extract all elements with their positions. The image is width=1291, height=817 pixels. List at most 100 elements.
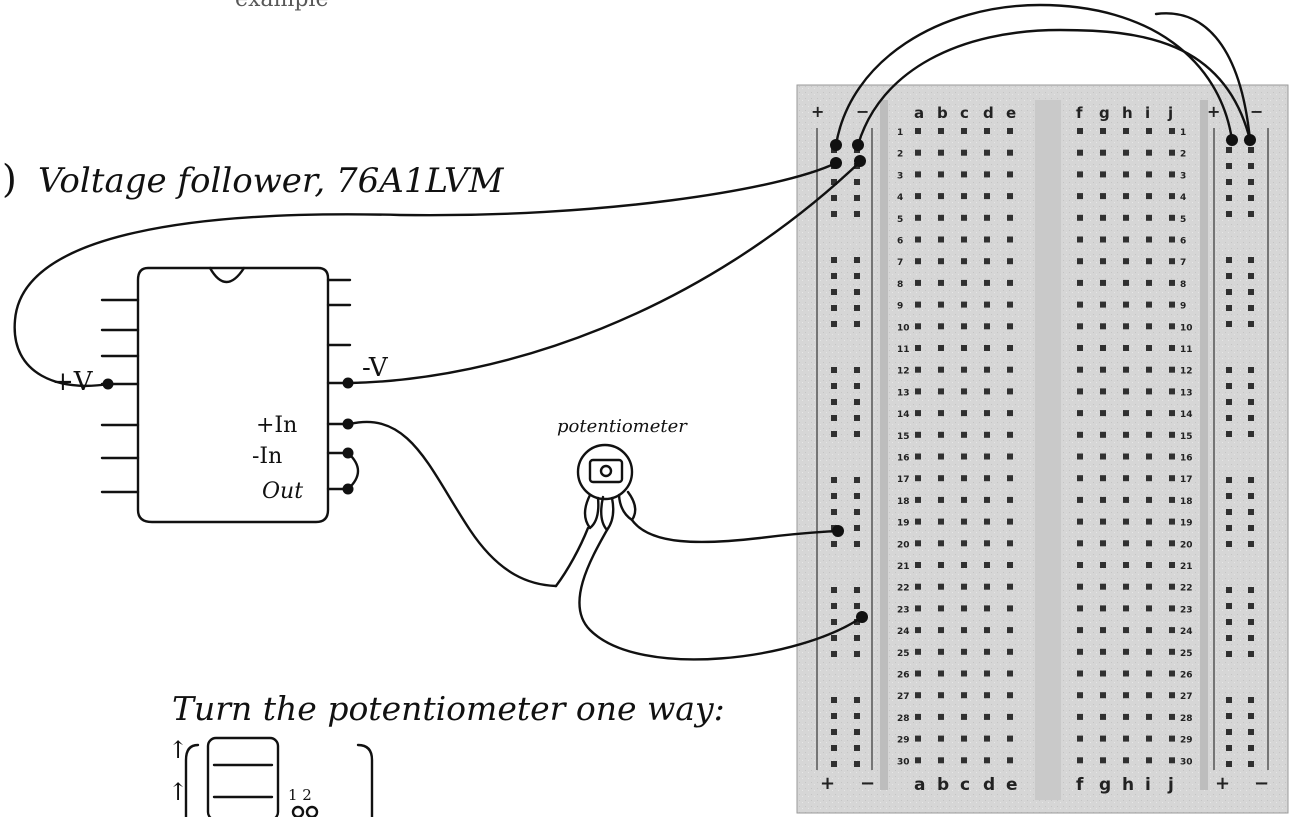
breadboard-hole (984, 193, 990, 200)
breadboard-hole (1007, 193, 1013, 200)
column-label-b: b (937, 104, 948, 122)
pot-knob-center (599, 464, 613, 478)
breadboard-hole (1007, 388, 1013, 395)
column-label-h: h (1122, 104, 1133, 122)
wire-pot-to-row19 (630, 518, 838, 544)
row-number-right: 3 (1180, 171, 1186, 181)
breadboard-hole (1123, 670, 1129, 677)
breadboard-hole (1146, 540, 1152, 547)
row-number-right: 12 (1180, 367, 1193, 377)
right-rail-divider (1200, 100, 1208, 790)
breadboard-hole (984, 453, 990, 460)
breadboard-hole (984, 605, 990, 612)
breadboard-hole (1077, 540, 1083, 547)
breadboard-hole (961, 713, 967, 720)
rail-hole (854, 273, 860, 279)
minus-in-label: -In (252, 444, 282, 469)
breadboard-hole (1100, 366, 1106, 373)
rail-hole (1226, 399, 1232, 405)
breadboard-hole (1123, 605, 1129, 612)
rail-hole (1248, 211, 1254, 217)
rail-hole (1248, 541, 1254, 547)
row-number-left: 3 (897, 171, 903, 181)
breadboard-hole (1169, 128, 1175, 134)
breadboard-hole (1100, 128, 1106, 134)
rail-hole (1248, 745, 1254, 751)
row-number-left: 11 (897, 345, 910, 355)
rail-hole (854, 179, 860, 185)
rail-hole (854, 195, 860, 201)
breadboard-hole (1007, 214, 1013, 221)
rail-hole (1248, 697, 1254, 703)
rail-hole (1248, 195, 1254, 201)
breadboard-hole (961, 171, 967, 178)
wires (13, 3, 1256, 661)
breadboard-hole (1146, 605, 1152, 612)
rail-hole (1226, 477, 1232, 483)
row-number-right: 2 (1180, 150, 1186, 160)
rail-hole (1226, 525, 1232, 531)
page-title: Voltage follower, 76A1LVM (38, 161, 505, 201)
rail-hole (1226, 383, 1232, 389)
rail-hole (831, 289, 837, 295)
rail-hole (1248, 603, 1254, 609)
rail-hole (1248, 367, 1254, 373)
breadboard-hole (1077, 692, 1083, 699)
breadboard-hole (1077, 670, 1083, 677)
breadboard-hole (1100, 735, 1106, 742)
column-label-c: c (960, 104, 969, 122)
column-label-f: f (1076, 104, 1083, 122)
breadboard-hole (1169, 431, 1175, 438)
breadboard-hole (1007, 236, 1013, 243)
breadboard-hole (1123, 583, 1129, 590)
row-number-left: 16 (897, 454, 910, 464)
breadboard-hole (1100, 540, 1106, 547)
row-number-left: 22 (897, 584, 910, 594)
column-label-i: i (1145, 775, 1151, 795)
breadboard-hole (938, 258, 944, 265)
breadboard-hole (961, 431, 967, 438)
breadboard-hole (915, 388, 921, 395)
breadboard-hole (1007, 258, 1013, 265)
breadboard-hole (1123, 692, 1129, 699)
rail-hole (1226, 603, 1232, 609)
breadboard-hole (938, 540, 944, 547)
breadboard-hole (961, 453, 967, 460)
breadboard-hole (1123, 388, 1129, 395)
row-number-right: 28 (1180, 714, 1193, 724)
rail-dot-2 (852, 139, 864, 151)
breadboard-hole (915, 583, 921, 590)
breadboard-hole (938, 453, 944, 460)
rail-hole (1226, 257, 1232, 263)
rail-hole (831, 619, 837, 625)
breadboard-hole (961, 345, 967, 351)
breadboard-hole (1146, 345, 1152, 351)
rail-hole (854, 509, 860, 515)
breadboard-hole (938, 605, 944, 612)
breadboard-hole (1100, 627, 1106, 634)
row-number-right: 15 (1180, 432, 1193, 442)
breadboard-hole (915, 692, 921, 699)
breadboard-hole (1100, 171, 1106, 178)
breadboard-hole (1169, 627, 1175, 634)
breadboard-hole (1169, 692, 1175, 699)
breadboard-hole (961, 518, 967, 525)
column-label-b: b (937, 775, 949, 795)
column-label-a: a (914, 104, 924, 122)
row-number-left: 19 (897, 519, 910, 529)
rail-hole (1226, 147, 1232, 153)
right-rail-plus-bottom: + (1215, 773, 1230, 794)
rail-hole (1226, 195, 1232, 201)
breadboard-hole (1100, 670, 1106, 677)
rail-hole (1226, 305, 1232, 311)
left-rail-divider (880, 100, 888, 790)
breadboard-hole (938, 214, 944, 221)
breadboard-hole (1169, 496, 1175, 503)
rail-hole (1248, 383, 1254, 389)
breadboard-hole (1007, 562, 1013, 568)
row-number-left: 9 (897, 302, 903, 312)
rail-hole (1226, 587, 1232, 593)
breadboard-hole (1169, 171, 1175, 178)
